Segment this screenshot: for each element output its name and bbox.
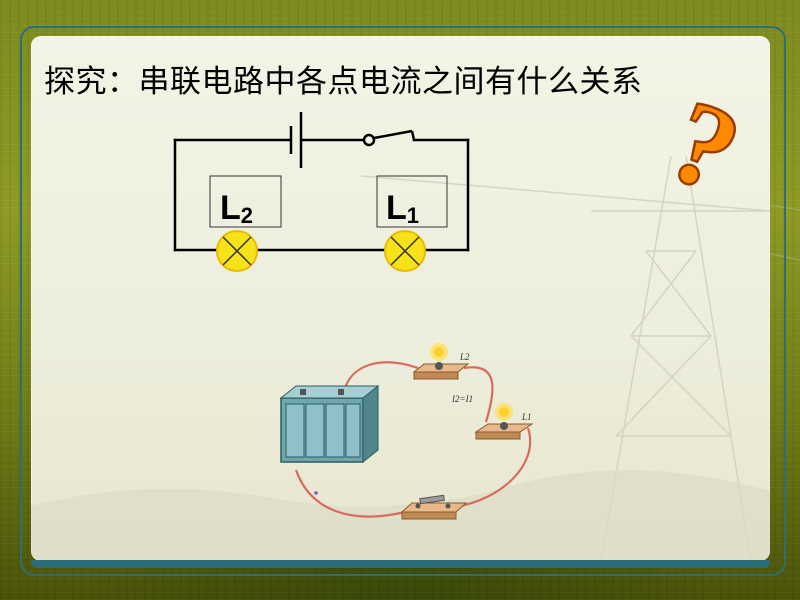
lamp-l2-label-box (209, 175, 282, 228)
slide-bottom-bar (31, 560, 770, 568)
photo-lamp-l1-label: L1 (521, 412, 532, 422)
slide-panel (31, 36, 770, 561)
wire-l2-to-l1 (463, 366, 494, 423)
lamp-l2-label: L2 (220, 189, 253, 228)
photo-lamp-l2-label: L2 (459, 352, 470, 362)
lamp-board-l1-image (474, 403, 534, 440)
wire-battery-to-l2 (342, 361, 419, 393)
lamp-l1-label: L1 (386, 189, 419, 228)
switch-symbol (362, 129, 416, 147)
slide-frame (20, 26, 786, 576)
lamp-l1-symbol (384, 230, 426, 272)
wire-l1-to-switch (454, 427, 532, 509)
switch-board-image (400, 494, 468, 520)
lamp-l1-label-box (376, 175, 448, 228)
lamp-board-l2-image (412, 343, 470, 380)
slide-title: 探究：串联电路中各点电流之间有什么关系 (44, 64, 643, 100)
panel-backdrop (31, 155, 770, 561)
battery-symbol (289, 112, 303, 168)
battery-pack-image (279, 384, 380, 464)
wire-switch-to-battery (294, 469, 406, 518)
photo-equation: I2=I1 (451, 394, 473, 404)
lamp-l2-symbol (216, 230, 258, 272)
